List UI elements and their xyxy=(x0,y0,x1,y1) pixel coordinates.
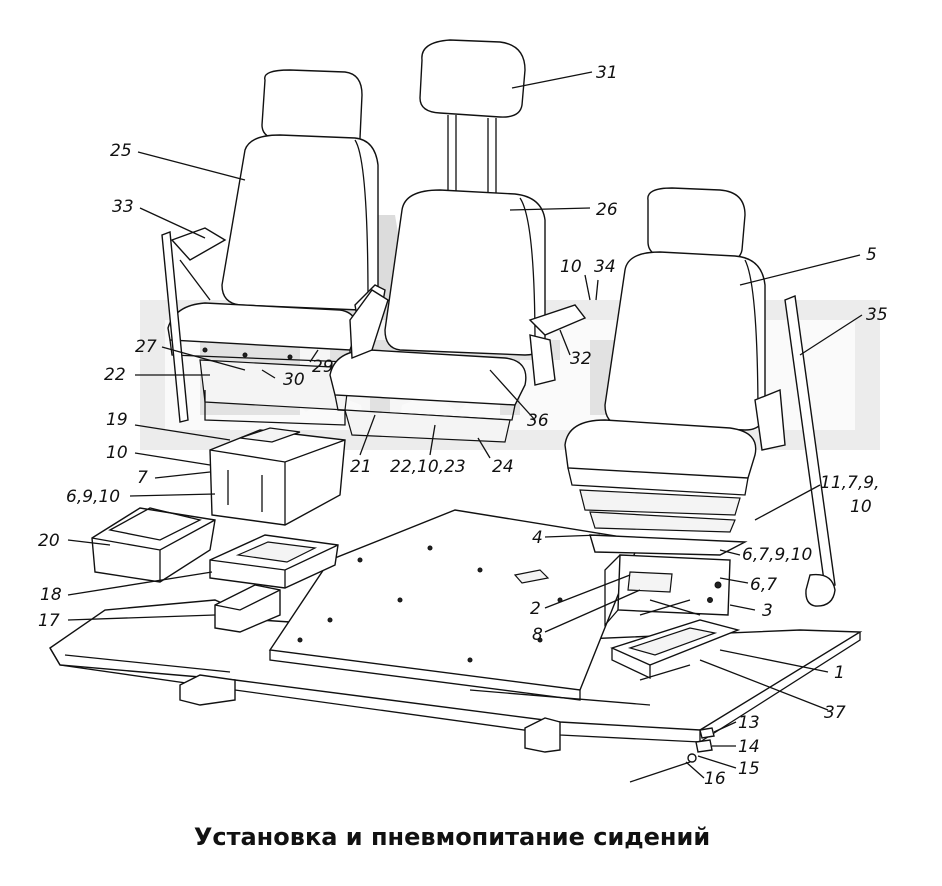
label-8: 8 xyxy=(532,625,543,645)
label-3: 3 xyxy=(762,601,773,621)
seat-platform xyxy=(268,509,641,701)
label-22-10-23: 22,10,23 xyxy=(390,457,466,477)
label-10-c: 10 xyxy=(850,497,872,517)
label-17: 17 xyxy=(38,611,60,631)
label-15: 15 xyxy=(738,759,760,779)
label-6-7-9-10: 6,7,9,10 xyxy=(742,545,812,565)
diagram-caption: Установка и пневмопитание сидений xyxy=(194,823,710,851)
leader-lines xyxy=(67,71,863,779)
label-21: 21 xyxy=(350,457,372,477)
label-10-b: 10 xyxy=(106,443,128,463)
label-32: 32 xyxy=(570,349,592,369)
label-20: 20 xyxy=(38,531,60,551)
label-24: 24 xyxy=(492,457,514,477)
label-13: 13 xyxy=(738,713,760,733)
label-16: 16 xyxy=(704,769,726,789)
label-6-7: 6,7 xyxy=(750,575,777,595)
bracket-17 xyxy=(214,584,281,633)
label-25: 25 xyxy=(110,141,132,161)
label-6-9-10: 6,9,10 xyxy=(66,487,120,507)
label-2: 2 xyxy=(530,599,541,619)
tray-18 xyxy=(209,534,339,589)
part-labels: 31 25 26 33 10 34 5 35 27 29 32 22 30 36… xyxy=(38,63,888,789)
label-29: 29 xyxy=(312,357,334,377)
storage-box-20 xyxy=(91,507,216,583)
label-35: 35 xyxy=(866,305,888,325)
label-18: 18 xyxy=(40,585,62,605)
label-19: 19 xyxy=(106,410,128,430)
label-36: 36 xyxy=(527,411,549,431)
air-supply-line-16 xyxy=(629,727,715,783)
seat-base-19 xyxy=(209,427,346,526)
left-seat-25 xyxy=(167,69,386,426)
seat-suspension xyxy=(604,554,741,680)
label-27: 27 xyxy=(135,337,157,357)
label-22-a: 22 xyxy=(104,365,126,385)
label-37: 37 xyxy=(824,703,846,723)
label-11-7-9: 11,7,9, xyxy=(820,473,879,493)
label-31: 31 xyxy=(596,63,618,83)
label-5: 5 xyxy=(866,245,877,265)
label-26: 26 xyxy=(596,200,618,220)
label-10-a: 10 xyxy=(560,257,582,277)
label-30: 30 xyxy=(283,370,305,390)
label-14: 14 xyxy=(738,737,760,757)
seat-belt-35 xyxy=(784,295,836,607)
label-1: 1 xyxy=(834,663,845,683)
label-7: 7 xyxy=(137,468,148,488)
label-34: 34 xyxy=(594,257,616,277)
center-seat-26 xyxy=(329,39,587,443)
right-seat-5 xyxy=(564,187,786,556)
label-33: 33 xyxy=(112,197,134,217)
label-4: 4 xyxy=(532,528,543,548)
